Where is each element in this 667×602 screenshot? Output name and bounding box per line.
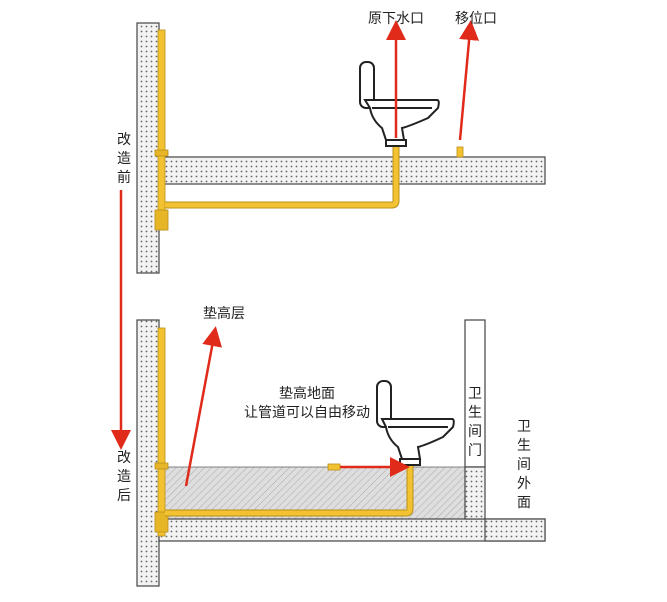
door-threshold	[464, 466, 486, 520]
label-raised-layer: 垫高层	[203, 306, 245, 322]
bottom-riser-pipe	[157, 327, 166, 537]
top-wall	[136, 22, 160, 274]
arrow-relocated-drain	[458, 20, 480, 141]
top-slab	[158, 156, 546, 185]
toilet-before	[359, 61, 440, 147]
before-section	[136, 20, 546, 274]
outside-step	[484, 518, 546, 542]
label-original-drain: 原下水口	[368, 11, 424, 27]
label-relocated-drain: 移位口	[455, 11, 497, 27]
toilet-after	[376, 380, 455, 466]
label-bathroom-door: 卫生间门	[468, 386, 482, 459]
label-raised-floor-line1: 垫高地面	[279, 386, 335, 402]
arrow-raised-layer	[184, 326, 222, 487]
relocated-stub	[456, 146, 464, 158]
label-bathroom-outside: 卫生间外面	[517, 419, 531, 511]
label-raised-floor-line2: 让管道可以自由移动	[244, 405, 370, 421]
after-section	[136, 319, 546, 587]
label-after: 改造后	[117, 450, 131, 504]
label-before: 改造前	[117, 132, 131, 186]
old-drain-stub	[327, 463, 341, 471]
bottom-wall	[136, 319, 160, 587]
top-riser-pipe	[157, 29, 166, 231]
